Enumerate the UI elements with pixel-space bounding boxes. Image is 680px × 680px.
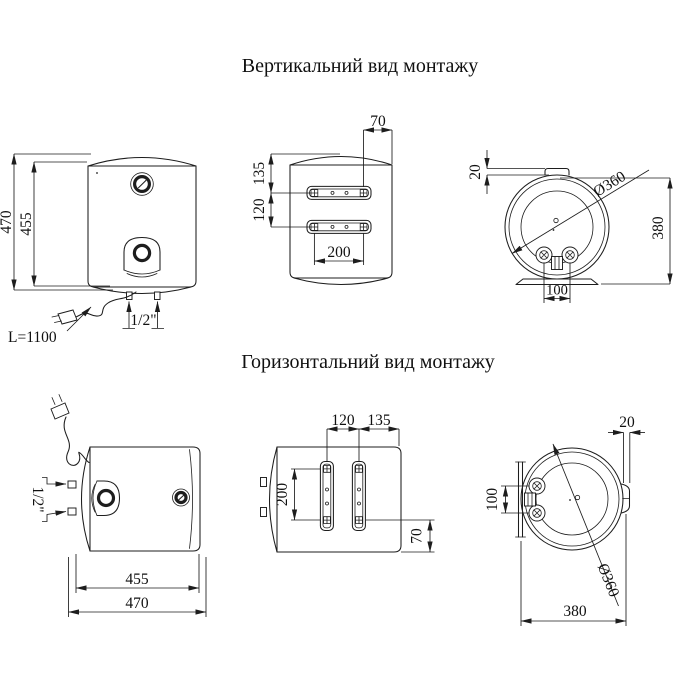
dim-bottom-offset: 70 — [409, 528, 426, 544]
dim-pipe-spacing: 100 — [546, 283, 568, 299]
drain-fitting — [524, 492, 536, 507]
dim-pipe-spacing: 100 — [484, 488, 501, 512]
horizontal-side-view: 20 100 Ø360 380 — [484, 414, 645, 626]
dim-hole-spacing: 200 — [327, 244, 351, 261]
vertical-front-view: 470 455 L=1100 1/2" — [0, 153, 197, 346]
cable-length-label: L=1100 — [8, 329, 57, 346]
tank-body — [87, 165, 197, 288]
thermometer-icon — [130, 172, 154, 196]
dim-depth: 380 — [650, 216, 667, 240]
horizontal-rear-view: 120 135 200 70 — [260, 412, 435, 553]
vertical-section-title: Вертикальний вид монтажу — [242, 55, 478, 77]
vertical-bottom-view: 20 Ø360 380 100 — [467, 150, 673, 303]
vertical-rear-view: 70 135 120 200 — [251, 113, 393, 286]
power-plug-icon — [57, 309, 78, 325]
dim-hole-spacing: 200 — [274, 483, 291, 507]
tank-bottom-cap — [92, 286, 192, 294]
tank-bottom-cap — [293, 277, 389, 286]
tank-dome — [289, 156, 393, 166]
dim-diameter: Ø360 — [591, 168, 629, 201]
dim-body-height: 455 — [18, 212, 35, 236]
tank-body — [276, 446, 402, 553]
pipe-stub — [67, 480, 77, 489]
center-mark — [553, 217, 559, 224]
dim-bracket-spacing: 120 — [251, 198, 268, 222]
dim-bracket-spacing: 120 — [331, 412, 355, 429]
pipe-stub — [260, 477, 267, 487]
power-cable — [51, 291, 137, 325]
pipe-thread-label: 1/2" — [130, 312, 156, 329]
horizontal-section-title: Горизонтальний вид монтажу — [241, 351, 495, 373]
power-cable — [50, 394, 90, 466]
dim-total-length: 470 — [125, 595, 149, 612]
tank-body — [89, 446, 201, 552]
drain-fitting — [551, 256, 563, 270]
wall-plate — [515, 461, 526, 538]
dim-bracket-to-edge: 70 — [370, 113, 386, 130]
dim-diameter: Ø360 — [594, 561, 623, 600]
dim-total-height: 470 — [0, 210, 15, 234]
pipe-stub — [67, 507, 77, 516]
tank-body — [289, 164, 393, 279]
thermostat-dial-icon — [172, 488, 190, 507]
dim-top-to-bracket: 135 — [251, 162, 268, 186]
dim-bracket-to-edge: 135 — [367, 412, 391, 429]
tank-dome — [269, 446, 278, 553]
dim-width: 380 — [563, 603, 587, 620]
heating-element-cover — [91, 480, 121, 517]
tank-outline — [520, 447, 624, 551]
dim-body-length: 455 — [125, 571, 149, 588]
base-plate — [515, 278, 599, 286]
tank-cap-seam — [189, 449, 193, 549]
dim-bracket-thickness: 20 — [619, 414, 635, 431]
dim-bracket-thickness: 20 — [467, 164, 484, 180]
pipe-stub — [260, 507, 267, 517]
horizontal-front-view: 1/2" 455 470 — [29, 394, 207, 617]
tank-dome — [87, 157, 197, 167]
pipe-stub — [154, 291, 161, 300]
pipe-thread-label: 1/2" — [29, 486, 46, 512]
tank-dome — [81, 446, 91, 552]
power-plug-icon — [50, 402, 70, 420]
heating-element-cover — [123, 236, 161, 278]
bracket-tab — [544, 167, 570, 176]
center-mark — [574, 494, 581, 501]
